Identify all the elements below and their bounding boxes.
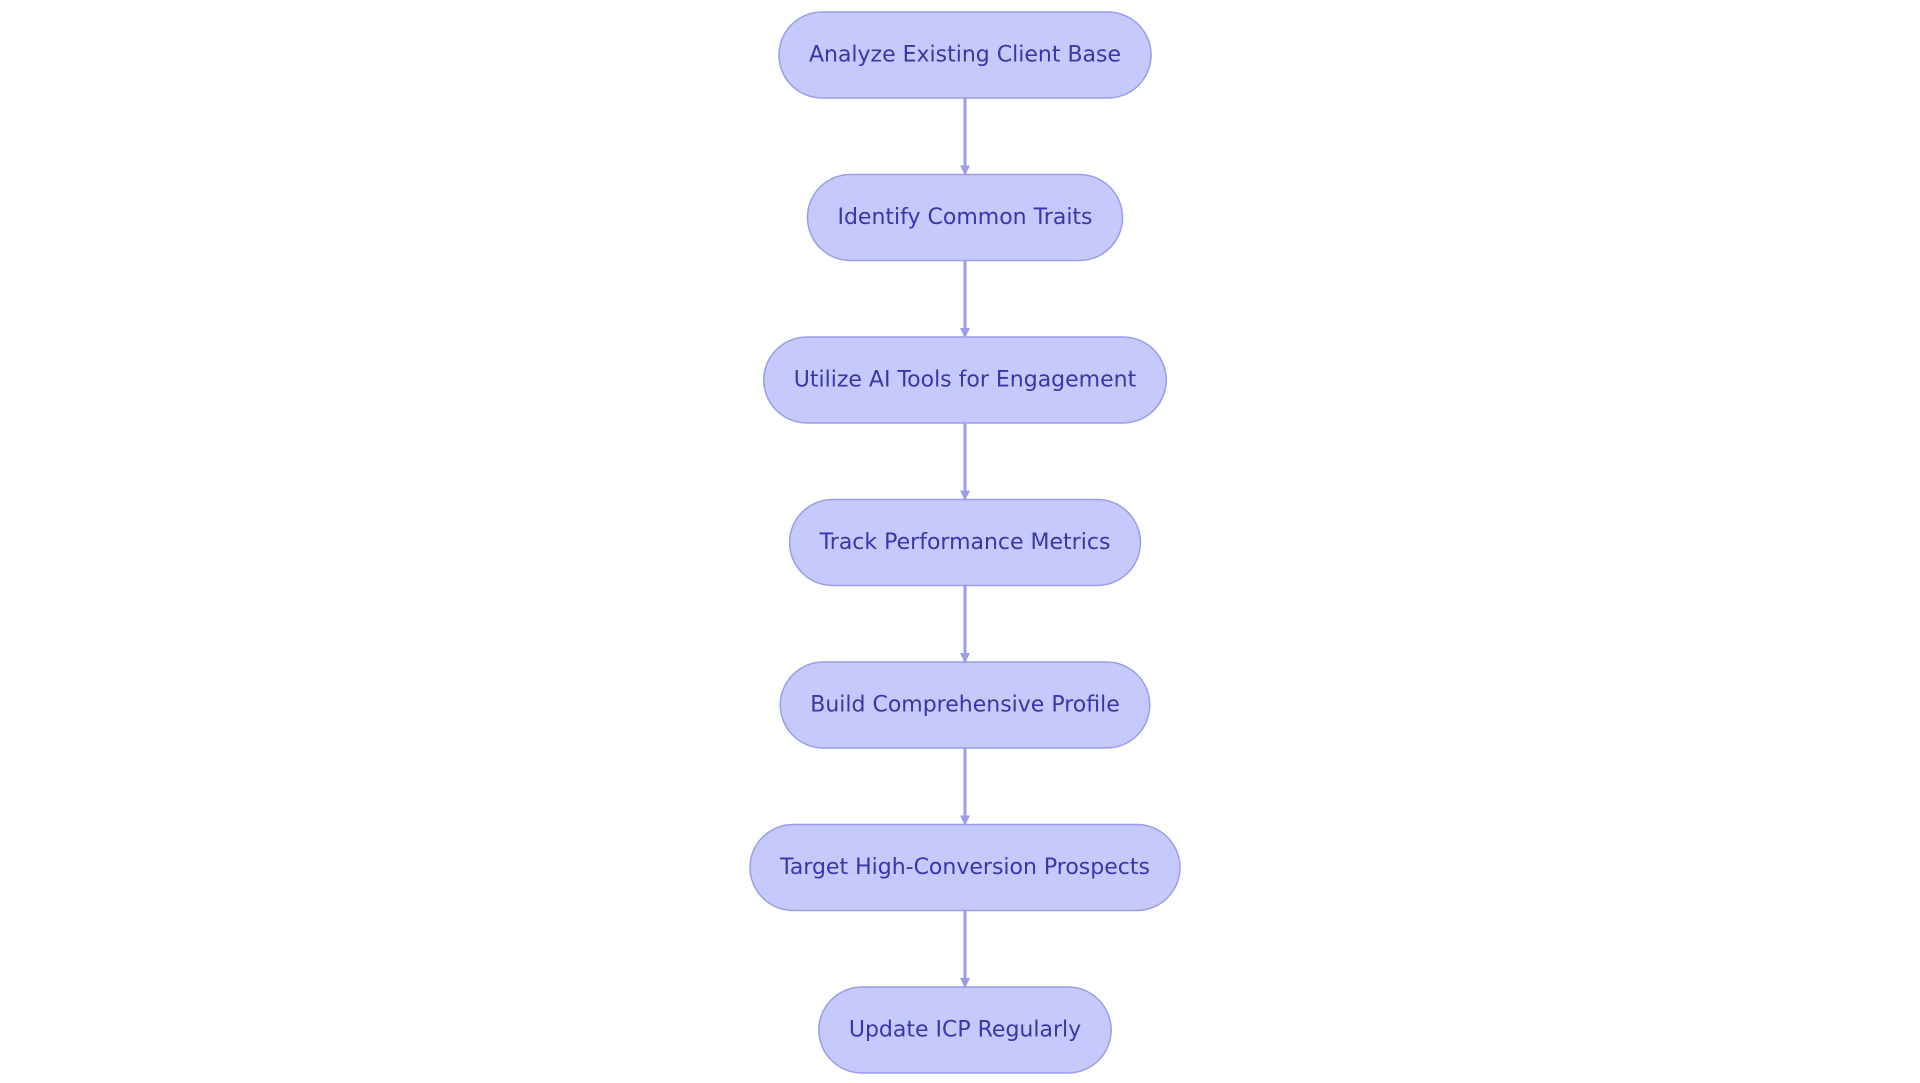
flow-node-box [779,661,1151,749]
flow-node-n5: Build Comprehensive Profile [779,661,1151,749]
flow-node-label: Analyze Existing Client Base [809,43,1121,68]
flow-node-label: Track Performance Metrics [819,530,1111,555]
flow-node-box [749,823,1181,912]
flow-node-n2: Identify Common Traits [806,173,1124,262]
flow-node-label: Update ICP Regularly [849,1018,1081,1043]
flow-node-n4: Track Performance Metrics [788,498,1142,587]
flow-node-label: Build Comprehensive Profile [810,693,1119,718]
flow-node-label: Target High-Conversion Prospects [779,855,1150,880]
flow-node-box [806,173,1124,262]
flow-node-box [788,498,1142,587]
flow-node-n7: Update ICP Regularly [818,986,1112,1074]
flow-node-label: Identify Common Traits [837,205,1092,230]
flow-node-box [763,336,1167,424]
flow-node-n6: Target High-Conversion Prospects [749,823,1181,912]
flow-node-box [818,986,1112,1074]
flow-node-n3: Utilize AI Tools for Engagement [763,336,1167,424]
flow-node-box [778,11,1152,99]
flow-node-n1: Analyze Existing Client Base [778,11,1152,99]
flow-node-label: Utilize AI Tools for Engagement [794,368,1137,393]
